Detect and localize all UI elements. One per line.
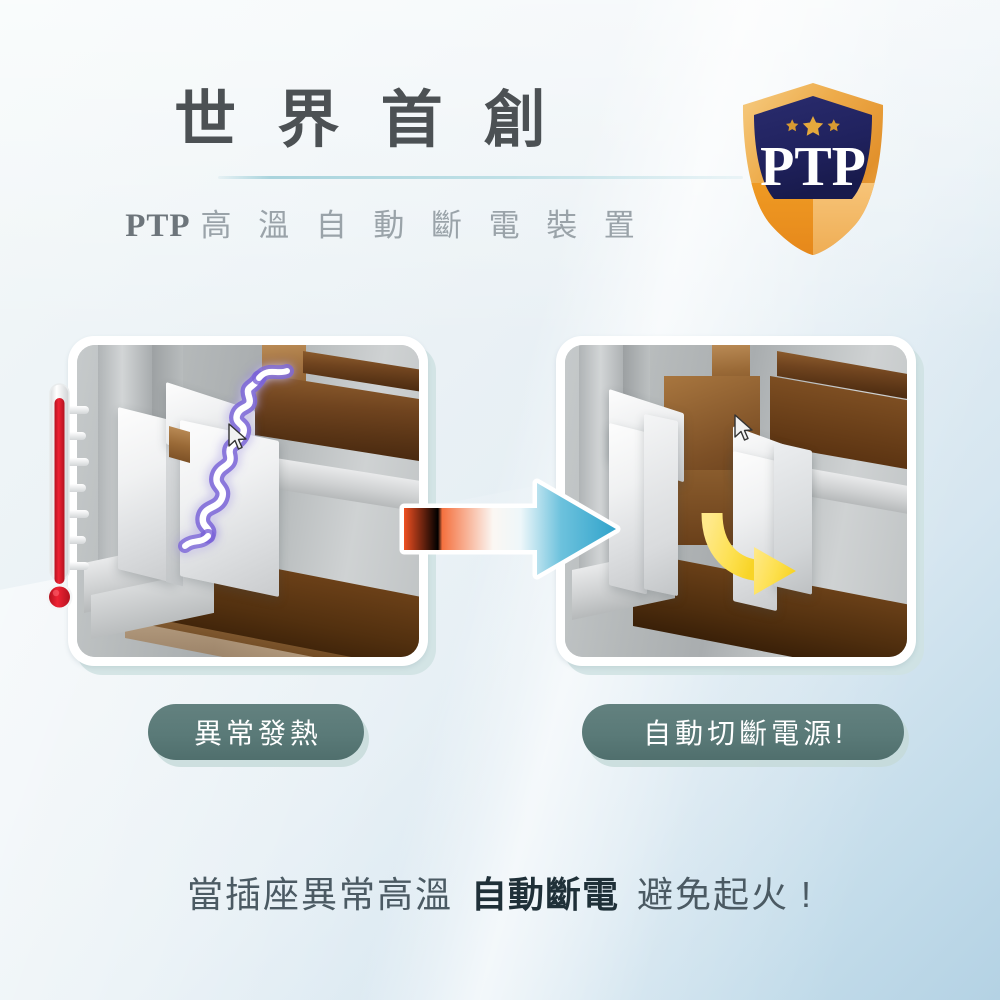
ptp-shield-logo: PTP xyxy=(733,79,893,259)
panel-overheat xyxy=(68,336,436,675)
panel-cutoff xyxy=(556,336,924,675)
thermometer-icon xyxy=(46,378,92,622)
title-divider xyxy=(218,176,743,179)
panel-image-overheat xyxy=(77,345,419,657)
shield-stars xyxy=(786,116,840,136)
page-title: 世 界 首 創 xyxy=(174,86,558,155)
mouse-cursor-icon xyxy=(733,413,753,441)
caption-pill-overheat: 異常發熱 xyxy=(148,704,364,760)
footer-caption: 當插座異常高溫 自動斷電 避免起火 ! xyxy=(0,866,1000,918)
panel-frame xyxy=(68,336,428,666)
panel-image-cutoff xyxy=(565,345,907,657)
transition-arrow xyxy=(398,477,622,581)
subtitle-text: 高 溫 自 動 斷 電 裝 置 xyxy=(200,208,644,243)
panel-frame xyxy=(556,336,916,666)
motion-arrow-icon xyxy=(701,512,796,595)
footer-text-before: 當插座異常高溫 xyxy=(186,874,453,915)
subtitle-brand: PTP xyxy=(125,208,191,244)
spark-icon xyxy=(178,364,294,553)
footer-text-highlight: 自動斷電 xyxy=(470,874,619,915)
caption-pill-cutoff: 自動切斷電源! xyxy=(582,704,904,760)
page-subtitle: PTP 高 溫 自 動 斷 電 裝 置 xyxy=(0,200,760,245)
header: 世 界 首 創 PTP 高 溫 自 動 斷 電 裝 置 xyxy=(0,0,1000,300)
shield-wordmark: PTP xyxy=(760,136,866,198)
mouse-cursor-icon xyxy=(228,423,248,450)
footer-text-after: 避免起火 ! xyxy=(637,874,814,915)
